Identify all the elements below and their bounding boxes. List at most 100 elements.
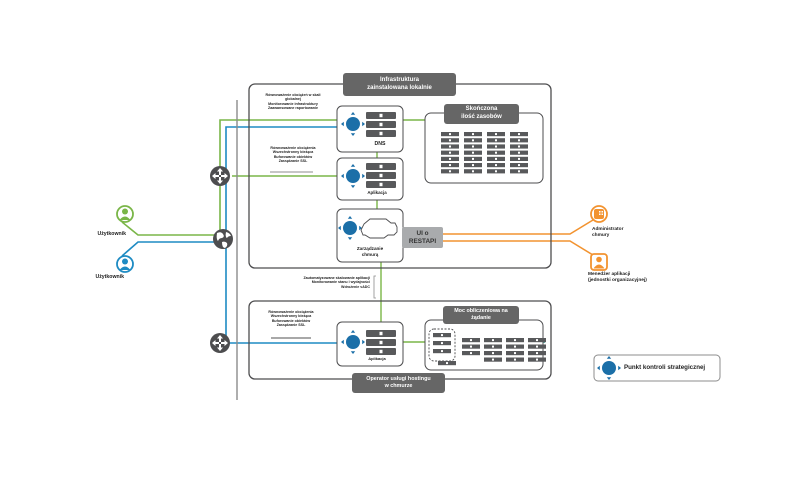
user-green-label: Użytkownik bbox=[97, 231, 126, 237]
server-unit-icon bbox=[487, 138, 505, 143]
cloud-management-label: Zarządzanie chmurą bbox=[345, 246, 395, 257]
router-icon bbox=[210, 166, 230, 186]
router-icon bbox=[210, 333, 230, 353]
ui-line1: UI o bbox=[416, 230, 429, 238]
cloud-admin-avatar[interactable] bbox=[590, 205, 608, 223]
server-unit-icon bbox=[528, 338, 546, 343]
server-icon bbox=[366, 112, 396, 119]
server-unit-icon bbox=[487, 144, 505, 149]
globe-icon bbox=[213, 229, 233, 249]
server-unit-icon bbox=[487, 169, 505, 174]
note-line: Monitorowanie infrastruktury bbox=[268, 101, 318, 106]
server-unit-icon bbox=[464, 150, 482, 155]
server-unit-icon bbox=[433, 349, 451, 354]
server-unit-icon bbox=[510, 156, 528, 161]
server-unit-icon bbox=[484, 351, 502, 356]
server-unit-icon bbox=[441, 163, 459, 168]
note-line: Monitorowanie stanu i wydajności bbox=[311, 280, 370, 285]
orange-connection-manager bbox=[443, 240, 594, 256]
note-line: Równoważenie obciążenia bbox=[270, 146, 316, 150]
cloud-note: Równoważenie obciążenia Wszechstronny bi… bbox=[256, 310, 326, 328]
server-unit-icon bbox=[464, 163, 482, 168]
server-unit-icon bbox=[528, 357, 546, 362]
server-icon bbox=[366, 330, 396, 337]
server-icon bbox=[366, 181, 396, 188]
server-icon bbox=[366, 348, 396, 355]
app-manager-avatar[interactable] bbox=[590, 253, 608, 271]
server-unit-icon bbox=[441, 138, 459, 143]
note-line: Buforowanie obiektów bbox=[271, 318, 311, 323]
note-line: Równoważenie obciążenia bbox=[268, 310, 314, 314]
server-icon bbox=[366, 339, 396, 346]
note-line: globalnej bbox=[285, 97, 301, 102]
onprem-note-top: Równoważenie obciążeń w skali globalnej … bbox=[256, 93, 330, 111]
ui-line2: RESTAPI bbox=[408, 237, 437, 245]
cloud-mgmt-line1: Zarządzanie bbox=[356, 246, 384, 251]
note-line: Wdrożenie vADC bbox=[341, 284, 370, 289]
server-unit-icon bbox=[484, 357, 502, 362]
blue-connection-cloud bbox=[225, 248, 337, 344]
server-icon bbox=[366, 172, 396, 179]
finite-title-line2: ilość zasobów bbox=[461, 114, 502, 120]
cloud-title-line1: Operator usługi hostingu bbox=[366, 375, 431, 382]
cloud-admin-line1: Administrator bbox=[592, 227, 624, 232]
note-line: Zautomatyzowane skalowanie aplikacji bbox=[303, 276, 370, 280]
cloud-mgmt-line2: chmurą bbox=[361, 251, 379, 257]
server-unit-icon bbox=[441, 144, 459, 149]
app-label: Aplikacja bbox=[367, 190, 387, 195]
server-unit-icon bbox=[510, 138, 528, 143]
app-manager-line2: (jednostki organizacyjnej) bbox=[588, 277, 647, 283]
legend-box bbox=[593, 354, 721, 382]
server-unit-icon bbox=[510, 144, 528, 149]
onprem-title-line1: Infrastruktura bbox=[379, 76, 419, 83]
server-unit-icon bbox=[506, 344, 524, 349]
middle-note: Zautomatyzowane skalowanie aplikacji Mon… bbox=[270, 276, 370, 289]
server-unit-icon bbox=[528, 351, 546, 356]
dns-label: DNS bbox=[374, 141, 386, 147]
server-unit-icon bbox=[487, 150, 505, 155]
finite-title-line1: Skończona bbox=[465, 106, 498, 113]
server-unit-icon bbox=[433, 333, 451, 338]
note-line: Buforowanie obiektów bbox=[273, 154, 313, 159]
server-unit-icon bbox=[487, 156, 505, 161]
user-green-avatar[interactable] bbox=[116, 205, 134, 223]
bracket bbox=[373, 275, 376, 299]
note-line: Równoważenie obciążeń w skali bbox=[265, 93, 321, 97]
green-connection-trunk bbox=[219, 119, 340, 237]
user-blue-avatar[interactable] bbox=[116, 255, 134, 273]
green-connection-user bbox=[121, 221, 222, 236]
server-unit-icon bbox=[464, 144, 482, 149]
server-unit-icon bbox=[510, 163, 528, 168]
blue-connection-user bbox=[121, 241, 222, 257]
server-unit-icon bbox=[464, 132, 482, 137]
user-blue-label: Użytkownik bbox=[95, 274, 124, 280]
server-icon bbox=[366, 121, 396, 128]
server-unit-icon bbox=[510, 150, 528, 155]
server-unit-icon bbox=[462, 338, 480, 343]
server-unit-icon bbox=[464, 138, 482, 143]
app-manager-line1: Menedżer aplikacji bbox=[588, 272, 631, 277]
cloud-icon bbox=[360, 218, 398, 239]
note-line: Wszechstronny bieżąca bbox=[272, 150, 314, 155]
server-unit-icon bbox=[441, 132, 459, 137]
server-unit-icon bbox=[464, 169, 482, 174]
server-icon bbox=[366, 163, 396, 170]
server-unit-icon bbox=[510, 169, 528, 174]
onprem-title-line2: zainstalowana lokalnie bbox=[367, 84, 432, 91]
server-unit-icon bbox=[441, 169, 459, 174]
note-line: Zarządzanie SSL bbox=[278, 159, 308, 164]
blue-connection-trunk bbox=[225, 126, 340, 240]
orange-connection-admin bbox=[443, 219, 594, 235]
note-line: Zaawansowane raportowanie bbox=[268, 106, 318, 111]
server-unit-icon bbox=[433, 341, 451, 346]
cloud-admin-line2: chmury bbox=[592, 232, 610, 238]
cloud-title-line2: w chmurze bbox=[384, 383, 413, 389]
onprem-note-mid: Równoważenie obciążenia Wszechstronny bi… bbox=[256, 146, 330, 164]
note-line: Wszechstronny bieżąca bbox=[270, 314, 312, 319]
